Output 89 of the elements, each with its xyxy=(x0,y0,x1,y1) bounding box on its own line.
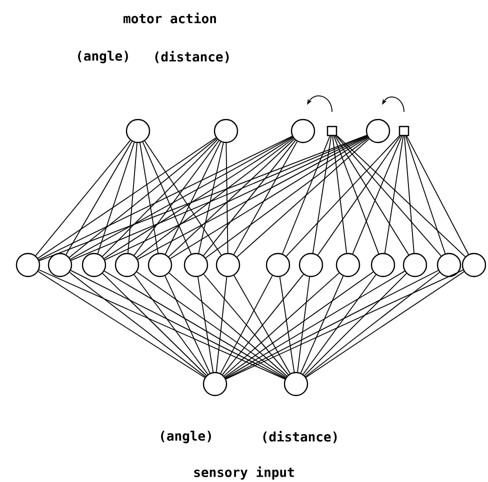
connection-line xyxy=(279,276,295,372)
connection-line xyxy=(224,272,340,376)
connection-line xyxy=(236,138,370,258)
connection-line xyxy=(203,140,296,256)
connection-line xyxy=(224,272,374,378)
unit-circle xyxy=(126,118,150,144)
connection-line xyxy=(233,141,298,255)
unit-square xyxy=(326,126,338,136)
connection-line xyxy=(97,142,135,254)
unit-circle xyxy=(114,252,140,278)
connection-line xyxy=(104,270,286,378)
connection-line xyxy=(104,137,294,259)
connection-line xyxy=(282,136,330,254)
connection-line xyxy=(222,274,304,376)
connection-line xyxy=(406,136,469,255)
connection-line xyxy=(332,136,348,254)
unit-circle xyxy=(16,252,40,278)
label-text: (distance) xyxy=(263,430,337,444)
unit-circle xyxy=(336,252,360,278)
recurrent-arrow xyxy=(382,96,404,112)
connection-line xyxy=(286,136,400,257)
connection-line xyxy=(38,137,216,259)
unit-circle xyxy=(370,252,396,278)
connection-line xyxy=(352,136,402,254)
connection-line xyxy=(69,272,206,378)
unit-circle xyxy=(48,252,72,278)
connection-line xyxy=(66,141,132,255)
unit-circle xyxy=(214,118,238,144)
connection-line xyxy=(128,142,138,254)
connection-line xyxy=(300,276,344,374)
connection-line xyxy=(168,138,295,258)
label-text: sensory input xyxy=(194,466,294,480)
connection-line xyxy=(336,135,466,258)
unit-circle xyxy=(216,252,240,278)
connection-line xyxy=(35,140,131,256)
connection-line xyxy=(102,273,207,376)
connection-line xyxy=(336,136,442,256)
connection-line xyxy=(142,142,192,254)
unit-square xyxy=(398,126,410,136)
connection-line xyxy=(297,276,310,372)
unit-circle xyxy=(184,252,208,278)
connection-line xyxy=(164,141,222,255)
unit-circle xyxy=(82,252,106,278)
unit-circle xyxy=(266,252,290,278)
connection-line xyxy=(305,272,440,377)
unit-circle xyxy=(284,372,308,396)
connection-line xyxy=(226,142,228,254)
connection-line xyxy=(384,136,404,254)
connection-line xyxy=(134,140,220,256)
connection-line xyxy=(334,136,410,256)
label-text: (distance) xyxy=(155,50,229,64)
connection-line xyxy=(102,139,218,257)
connection-line xyxy=(198,142,224,254)
connection-line xyxy=(312,136,332,254)
connection-line xyxy=(136,272,287,378)
connection-line xyxy=(304,273,407,376)
unit-circle xyxy=(202,372,228,396)
label-text: (angle) xyxy=(161,430,211,444)
connection-line xyxy=(68,138,218,258)
connection-line xyxy=(404,136,414,254)
connection-line xyxy=(38,271,206,378)
connection-line xyxy=(220,275,273,374)
unit-circle xyxy=(462,252,486,278)
connection-line xyxy=(144,140,222,256)
connection-line xyxy=(134,274,208,375)
connection-line xyxy=(224,270,406,378)
connection-line xyxy=(216,276,228,372)
connection-line xyxy=(203,274,289,376)
unit-circle xyxy=(402,252,428,278)
unit-circle xyxy=(290,118,316,144)
connection-line xyxy=(405,136,446,254)
connection-line xyxy=(140,142,158,254)
recurrent-arrow xyxy=(307,95,332,112)
label-text: motor action xyxy=(124,12,216,24)
unit-circle xyxy=(366,118,390,144)
connection-line xyxy=(306,271,464,378)
connection-line xyxy=(302,274,376,375)
connection-line xyxy=(205,138,369,258)
connection-line xyxy=(234,275,290,374)
unit-circle xyxy=(298,252,324,278)
unit-circle xyxy=(148,252,172,278)
connection-line xyxy=(197,276,214,372)
connection-line xyxy=(168,272,288,376)
connection-line xyxy=(317,136,401,256)
connection-line xyxy=(136,138,294,258)
connection-line xyxy=(334,136,380,254)
label-text: (angle) xyxy=(78,50,128,64)
connection-line xyxy=(164,276,210,374)
unit-circle xyxy=(436,252,462,278)
